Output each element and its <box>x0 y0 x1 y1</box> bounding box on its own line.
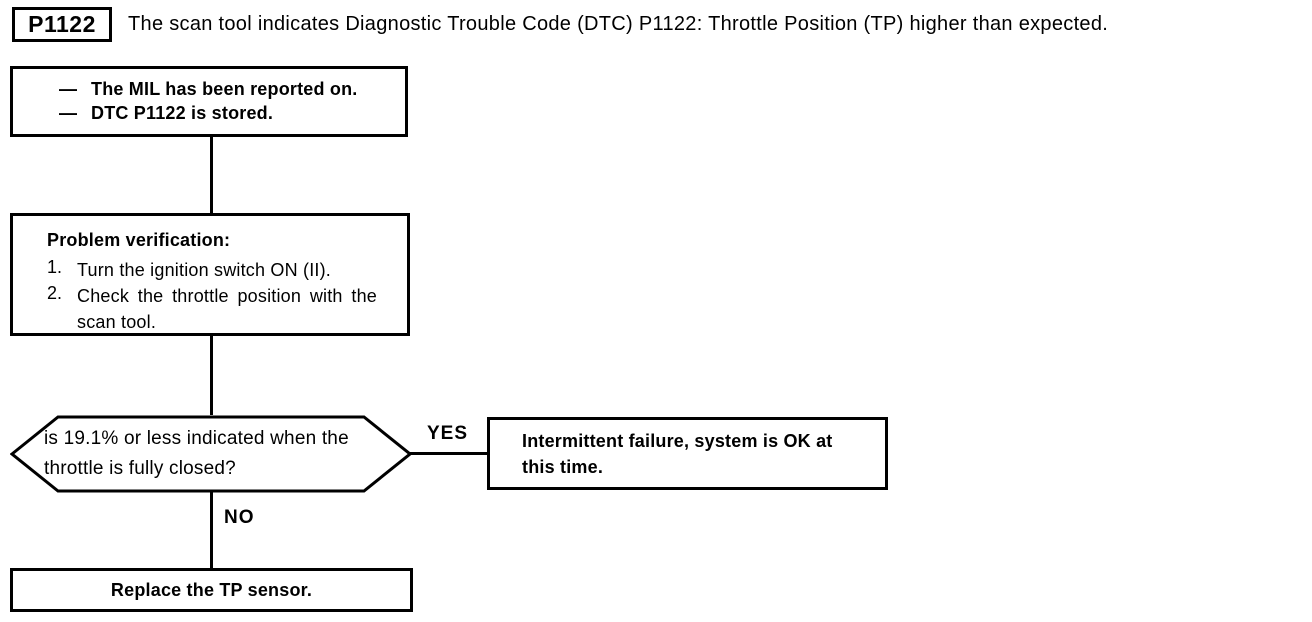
yes-box-text: Intermittent failure, system is OK at th… <box>522 430 833 477</box>
step-text: Turn the ignition switch ON (II). <box>77 260 332 280</box>
connector-yes-branch <box>408 452 487 455</box>
flow-node-decision: is 19.1% or less indicated when the thro… <box>10 415 412 493</box>
dtc-code-label: P1122 <box>28 11 96 37</box>
connector-start-to-verify <box>210 137 213 213</box>
start-item-row: — DTC P1122 is stored. <box>59 103 405 124</box>
flow-node-verification: Problem verification: 1. Turn the igniti… <box>10 213 410 336</box>
start-item-text: The MIL has been reported on. <box>91 79 358 99</box>
flow-node-intermittent-failure: Intermittent failure, system is OK at th… <box>487 417 888 490</box>
step-number: 2. <box>47 283 63 303</box>
flow-node-replace-sensor: Replace the TP sensor. <box>10 568 413 612</box>
decision-question: is 19.1% or less indicated when the thro… <box>44 428 349 479</box>
flow-node-start: — The MIL has been reported on. — DTC P1… <box>10 66 408 137</box>
dtc-description: The scan tool indicates Diagnostic Troub… <box>128 13 1109 35</box>
no-branch-label: NO <box>224 507 255 528</box>
dtc-code-badge: P1122 <box>12 7 112 42</box>
step-number: 1. <box>47 257 63 277</box>
connector-verify-to-decision <box>210 336 213 415</box>
dash-bullet: — <box>59 103 77 123</box>
verification-step: 2. Check the throttle position with the … <box>47 283 393 335</box>
end-box-text: Replace the TP sensor. <box>110 579 313 600</box>
start-item-row: — The MIL has been reported on. <box>59 79 405 100</box>
step-text: Check the throttle position with the sca… <box>77 286 377 332</box>
connector-no-branch <box>210 492 213 568</box>
verification-title: Problem verification: <box>47 230 231 250</box>
dash-bullet: — <box>59 79 77 99</box>
start-item-text: DTC P1122 is stored. <box>91 103 274 123</box>
yes-branch-label: YES <box>427 423 469 444</box>
verification-step: 1. Turn the ignition switch ON (II). <box>47 257 393 283</box>
